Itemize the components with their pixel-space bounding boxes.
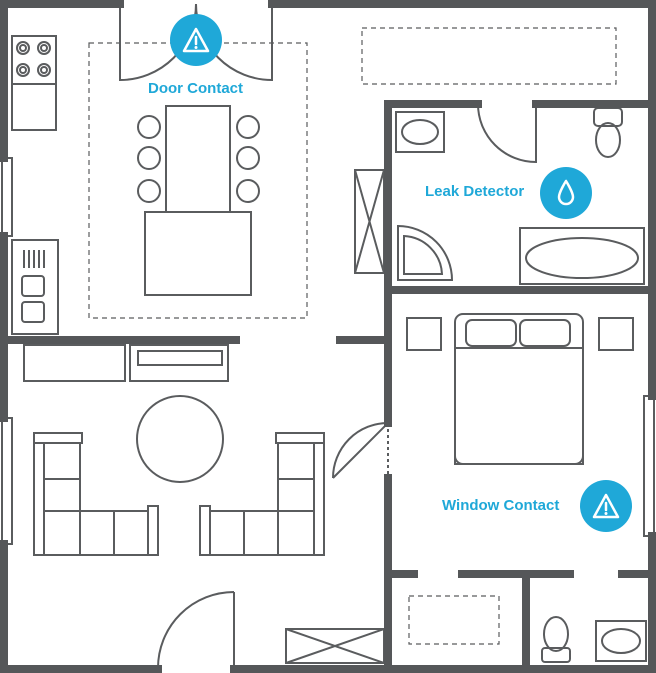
kitchen-counter bbox=[11, 83, 57, 131]
bathroom-toilet bbox=[593, 107, 623, 158]
door-contact-label: Door Contact bbox=[148, 80, 243, 97]
closet-rug bbox=[408, 595, 500, 645]
nightstand-right bbox=[598, 317, 634, 351]
kitchen-stove bbox=[11, 35, 57, 85]
rug-top-right bbox=[361, 27, 617, 85]
sofa-right bbox=[199, 432, 325, 556]
bar-counter-left bbox=[23, 344, 126, 382]
shower bbox=[397, 224, 454, 281]
coffee-table bbox=[136, 395, 224, 483]
bar-counter-right bbox=[129, 344, 229, 382]
bed bbox=[454, 313, 584, 465]
entry-closet bbox=[285, 628, 385, 664]
alert-triangle-icon bbox=[182, 27, 210, 53]
dining-table bbox=[137, 105, 260, 296]
half-bath-toilet bbox=[541, 616, 571, 663]
bathroom-vanity bbox=[395, 111, 445, 153]
bathtub bbox=[519, 227, 645, 285]
sofa-left bbox=[33, 432, 159, 556]
nightstand-left bbox=[406, 317, 442, 351]
window-contact-label: Window Contact bbox=[442, 497, 560, 514]
half-bath-sink bbox=[595, 620, 647, 662]
closet-box bbox=[354, 169, 385, 274]
door-contact-badge[interactable] bbox=[170, 14, 222, 66]
alert-triangle-icon bbox=[592, 493, 620, 519]
kitchen-sink bbox=[11, 239, 59, 335]
leak-detector-label: Leak Detector bbox=[425, 183, 525, 200]
leak-detector-badge[interactable] bbox=[540, 167, 592, 219]
window-contact-badge[interactable] bbox=[580, 480, 632, 532]
water-drop-icon bbox=[557, 179, 575, 206]
